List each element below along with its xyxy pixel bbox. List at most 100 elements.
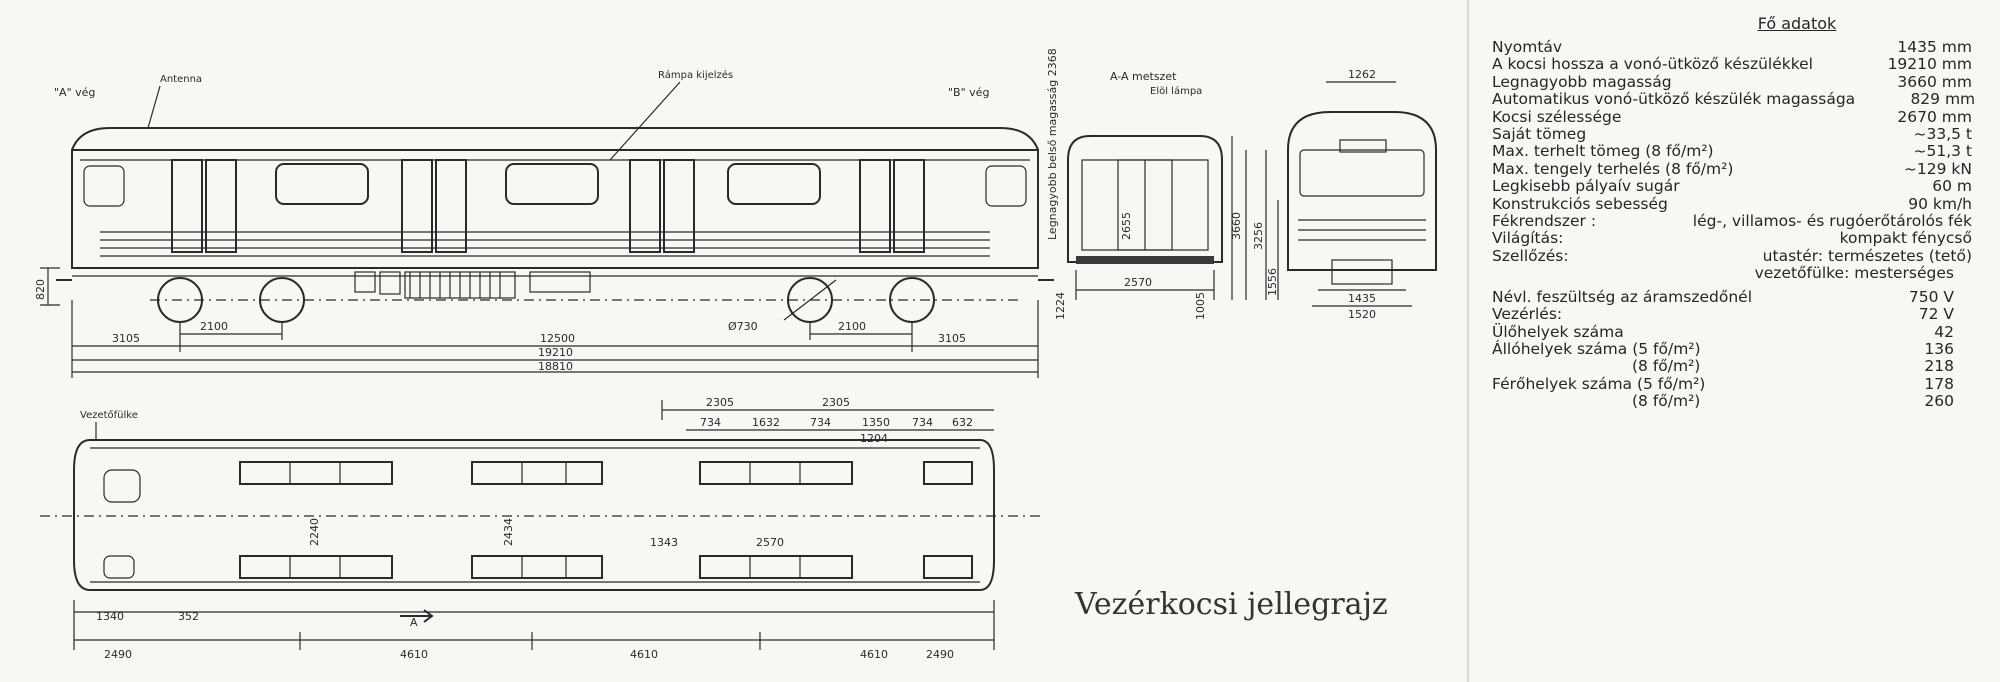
cab-label: Vezetőfülke <box>80 409 138 421</box>
brake-value: lég-, villamos- és rugóerőtárolós fék <box>1692 212 1972 231</box>
section-aa-label: A-A metszet <box>1110 70 1177 83</box>
inner-height-label: Legnagyobb belső magasság 2368 <box>1046 48 1059 240</box>
dim-12500: 12500 <box>540 332 575 345</box>
display-label: Rámpa kijelzés <box>658 69 733 81</box>
underframe <box>354 271 591 299</box>
dim-734-a: 734 <box>700 416 721 429</box>
lighting-label: Világítás: <box>1492 229 1564 248</box>
electric-row: Állóhelyek száma (5 fő/m²) 136 <box>1492 339 1972 358</box>
electric-row: Vezérlés: 72 V <box>1492 305 1972 324</box>
electric-value: 136 <box>1924 339 1954 358</box>
dim-734-c: 734 <box>912 416 933 429</box>
spec-label: Saját tömeg <box>1492 125 1587 144</box>
spec-label: Nyomtáv <box>1492 38 1563 56</box>
specs-heading: Fő adatok <box>1757 14 1837 33</box>
brake-label: Fékrendszer : <box>1492 212 1597 231</box>
spec-value: 3660 mm <box>1897 72 1972 91</box>
dim-2655: 2655 <box>1120 212 1133 240</box>
side-doors <box>171 159 925 253</box>
ventilation-label: Szellőzés: <box>1492 246 1569 265</box>
dim-2490-left: 2490 <box>104 648 132 661</box>
dim-1204: 1204 <box>860 432 888 445</box>
dim-632: 632 <box>952 416 973 429</box>
electric-row: Férőhelyek száma (5 fő/m²) 178 <box>1492 374 1972 393</box>
dim-3256: 3256 <box>1252 222 1265 250</box>
dim-2570-plan: 2570 <box>756 536 784 549</box>
spec-label: Max. tengely terhelés (8 fő/m²) <box>1492 159 1734 178</box>
electric-value: 218 <box>1924 357 1954 376</box>
ventilation-value-1: utastér: természetes (tető) <box>1762 246 1972 265</box>
dim-2100-right: 2100 <box>838 320 866 333</box>
ventilation-value-2: vezetőfülke: mesterséges <box>1754 264 1954 283</box>
dim-2100-left: 2100 <box>200 320 228 333</box>
electric-row: (8 fő/m²) 218 <box>1492 357 1972 376</box>
spec-row: Automatikus vonó-ütköző készülék magassá… <box>1492 90 1975 109</box>
dim-2305-b: 2305 <box>822 396 850 409</box>
dim-1340: 1340 <box>96 610 124 623</box>
brake-row: Fékrendszer : lég-, villamos- és rugóerő… <box>1492 212 1972 231</box>
dim-1632: 1632 <box>752 416 780 429</box>
electric-label: Vezérlés: <box>1492 305 1563 324</box>
end-b-label: "B" vég <box>948 86 989 99</box>
spec-value: 19210 mm <box>1887 55 1972 74</box>
dim-3105-left: 3105 <box>112 332 140 345</box>
electric-value: 178 <box>1924 374 1954 393</box>
lighting-value: kompakt fénycső <box>1839 229 1972 248</box>
spec-row: Max. terhelt tömeg (8 fő/m²)~51,3 t <box>1492 143 1972 161</box>
antenna-label: Antenna <box>160 74 202 85</box>
ventilation-row-2: vezetőfülke: mesterséges <box>1492 264 1972 283</box>
end-a-label: "A" vég <box>54 86 95 99</box>
spec-value: ~129 kN <box>1903 159 1972 178</box>
electric-row: Névl. feszültség az áramszedőnél 750 V <box>1492 287 1972 306</box>
spec-value: 90 km/h <box>1908 194 1972 213</box>
electric-label: (8 fő/m²) <box>1632 357 1701 376</box>
spec-label: Legkisebb pályaív sugár <box>1492 177 1680 196</box>
electric-value: 72 V <box>1918 305 1954 324</box>
electric-value: 750 V <box>1908 287 1954 306</box>
electric-label: Névl. feszültség az áramszedőnél <box>1492 287 1753 306</box>
shunt-lamp-label: Elöl lámpa <box>1150 85 1202 97</box>
dim-wheel-diameter: Ø730 <box>728 320 758 333</box>
electric-row: (8 fő/m²)260 <box>1492 392 1972 411</box>
driver-seat <box>103 469 141 503</box>
dim-4610-c: 4610 <box>860 648 888 661</box>
spec-label: Kocsi szélessége <box>1492 107 1622 126</box>
spec-row: A kocsi hossza a vonó-ütköző készülékkel… <box>1492 55 1972 74</box>
electric-label: Férőhelyek száma (5 fő/m²) <box>1492 374 1706 393</box>
plan-view: 2490 4610 4610 4610 2490 1340 352 2305 2… <box>40 396 1040 661</box>
dim-734-b: 734 <box>810 416 831 429</box>
electric-label: Állóhelyek száma (5 fő/m²) <box>1492 339 1701 358</box>
spec-row: Saját tömeg~33,5 t <box>1492 125 1972 144</box>
plan-seats <box>239 461 973 579</box>
dim-2240: 2240 <box>308 518 321 546</box>
plan-dimensions: 2490 4610 4610 4610 2490 1340 352 2305 2… <box>73 396 995 661</box>
spec-label: Legnagyobb magasság <box>1492 72 1672 91</box>
bogies <box>150 277 1020 323</box>
dim-3660: 3660 <box>1230 212 1243 240</box>
dim-2570: 2570 <box>1124 276 1152 289</box>
spec-label: A kocsi hossza a vonó-ütköző készülékkel <box>1492 55 1813 74</box>
dim-3105-right: 3105 <box>938 332 966 345</box>
dim-19210: 19210 <box>538 346 573 359</box>
electric-row: Ülőhelyek száma 42 <box>1492 322 1972 341</box>
dim-2305-a: 2305 <box>706 396 734 409</box>
spec-value: 60 m <box>1932 177 1972 196</box>
electric-label: Ülőhelyek száma <box>1492 322 1624 341</box>
spec-value: 1435 mm <box>1897 38 1972 56</box>
front-view: 1435 1520 1262 3256 1556 <box>1252 68 1437 321</box>
cross-section-aa: A-A metszet Elöl lámpa 2570 2655 3660 10… <box>1046 48 1247 320</box>
electric-label: (8 fő/m²) <box>1632 392 1701 411</box>
electric-value: 42 <box>1934 322 1954 341</box>
side-windows <box>83 163 1027 207</box>
spec-label: Automatikus vonó-ütköző készülék magassá… <box>1492 90 1856 109</box>
dim-1343: 1343 <box>650 536 678 549</box>
section-mark: A <box>410 616 418 629</box>
side-elevation: 2100 2100 Ø730 3105 12500 3105 19210 188… <box>34 69 1054 378</box>
dim-1224: 1224 <box>1054 292 1067 320</box>
dim-352: 352 <box>178 610 199 623</box>
spec-row: Nyomtáv 1435 mm <box>1492 38 1972 56</box>
